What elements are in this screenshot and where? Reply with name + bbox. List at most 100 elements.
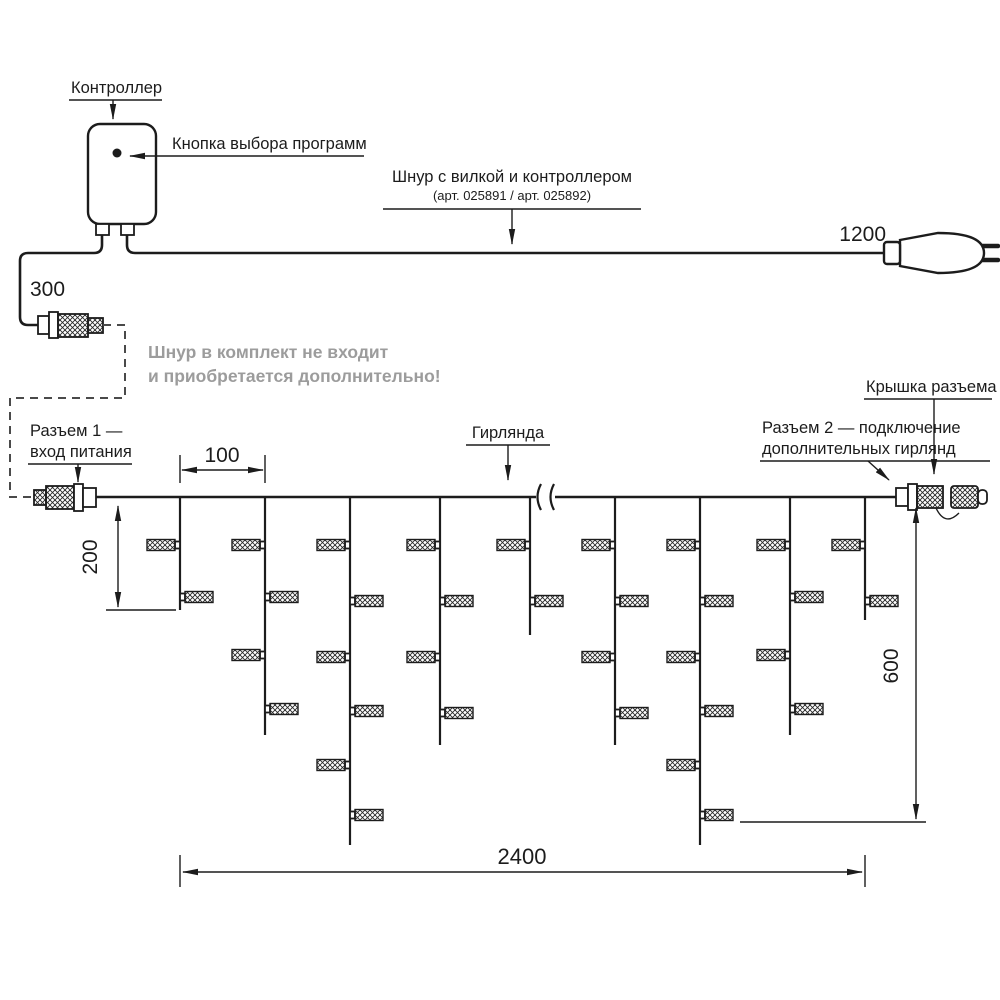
- cord-title: Шнур с вилкой и контроллером: [392, 168, 632, 186]
- lamp-icon: [756, 538, 786, 552]
- lamp-icon: [794, 702, 824, 716]
- lamp-icon: [354, 704, 384, 718]
- lamp-icon: [756, 648, 786, 662]
- lamp-socket: [264, 592, 271, 602]
- lamp-icon: [666, 650, 696, 664]
- garland-drop: [496, 497, 564, 635]
- garland-drop: [581, 497, 649, 745]
- garland-drop: [231, 497, 299, 735]
- lamp-socket: [784, 540, 791, 550]
- garland-drops: [146, 497, 899, 845]
- garland-drop: [666, 497, 734, 845]
- lamp-icon: [581, 538, 611, 552]
- lamp-socket: [609, 540, 616, 550]
- connector2-label-line2: дополнительных гирлянд: [762, 440, 956, 458]
- lamp-socket: [784, 650, 791, 660]
- lamp-icon: [794, 590, 824, 604]
- connector-body: [45, 485, 75, 510]
- connector2-label-group: Разъем 2 — подключение дополнительных ги…: [760, 419, 990, 481]
- connector-ring: [73, 483, 84, 512]
- dim-600-group: 600: [740, 507, 926, 823]
- lamp-socket: [434, 540, 441, 550]
- lamp-socket: [614, 708, 621, 718]
- program-button-label-group: Кнопка выбора программ: [129, 135, 367, 160]
- cap-body: [950, 485, 979, 509]
- dim-300: 300: [30, 278, 65, 301]
- lamp-icon: [184, 590, 214, 604]
- lamp-icon: [619, 706, 649, 720]
- dim-600: 600: [880, 648, 903, 683]
- connector2-icon: [895, 483, 944, 511]
- connector-cap-icon: [935, 485, 988, 520]
- lamp-icon: [316, 758, 346, 772]
- lamp-socket: [529, 596, 536, 606]
- cord-label-group: Шнур с вилкой и контроллером (арт. 02589…: [383, 168, 641, 245]
- wire-break-mask: [536, 483, 555, 511]
- lamp-socket: [349, 596, 356, 606]
- lamp-icon: [316, 538, 346, 552]
- garland-label-group: Гирлянда: [466, 424, 550, 481]
- lamp-icon: [406, 650, 436, 664]
- cap-tether-wire: [935, 507, 960, 520]
- controller-box: [86, 122, 158, 226]
- lamp-socket: [439, 596, 446, 606]
- lamp-icon: [666, 538, 696, 552]
- dim-2400: 2400: [498, 844, 547, 869]
- lamp-socket: [699, 596, 706, 606]
- plug-cord-wire: [125, 235, 886, 255]
- dim-200: 200: [79, 539, 102, 574]
- dim-100: 100: [204, 444, 239, 467]
- connector2-label-line1: Разъем 2 — подключение: [762, 419, 961, 437]
- lamp-socket: [699, 706, 706, 716]
- power-input-connector-icon: [37, 311, 104, 339]
- wire-break-icon: [536, 483, 555, 511]
- lamp-icon: [146, 538, 176, 552]
- dim-200-group: 200: [79, 505, 176, 611]
- lamp-icon: [704, 594, 734, 608]
- lamp-icon: [704, 808, 734, 822]
- connector1-label-line2: вход питания: [30, 443, 132, 461]
- lamp-socket: [264, 704, 271, 714]
- lamp-icon: [831, 538, 861, 552]
- lamp-socket: [179, 592, 186, 602]
- connector1-icon: [33, 483, 97, 512]
- connector-ring: [907, 483, 918, 511]
- lamp-socket: [259, 540, 266, 550]
- lamp-socket: [614, 596, 621, 606]
- lamp-socket: [524, 540, 531, 550]
- wire-break-slash: [549, 483, 555, 511]
- note-line1: Шнур в комплект не входит: [148, 342, 389, 362]
- program-button-dot: [112, 148, 122, 158]
- dim-1200: 1200: [839, 223, 886, 246]
- lamp-socket: [349, 810, 356, 820]
- wire-break-slash: [536, 483, 542, 511]
- connector-tip: [87, 317, 104, 334]
- lamp-socket: [259, 650, 266, 660]
- lamp-socket: [864, 596, 871, 606]
- lamp-icon: [869, 594, 899, 608]
- connector-collar: [37, 315, 50, 335]
- cap-label: Крышка разъема: [866, 378, 997, 396]
- lamp-socket: [699, 810, 706, 820]
- plug-body: [898, 231, 986, 275]
- lamp-icon: [666, 758, 696, 772]
- controller-label-group: Контроллер: [69, 79, 162, 120]
- connector-tip: [33, 489, 47, 506]
- lamp-icon: [231, 648, 261, 662]
- lamp-icon: [316, 650, 346, 664]
- lamp-icon: [231, 538, 261, 552]
- lamp-icon: [704, 704, 734, 718]
- lamp-socket: [859, 540, 866, 550]
- garland-label: Гирлянда: [472, 424, 545, 442]
- connector-ring: [48, 311, 59, 339]
- lamp-socket: [694, 760, 701, 770]
- lamp-socket: [694, 652, 701, 662]
- lamp-socket: [349, 706, 356, 716]
- controller: [86, 122, 158, 236]
- garland-drop: [756, 497, 824, 735]
- controller-stub-right: [120, 223, 135, 236]
- lamp-icon: [496, 538, 526, 552]
- controller-label: Контроллер: [71, 79, 162, 97]
